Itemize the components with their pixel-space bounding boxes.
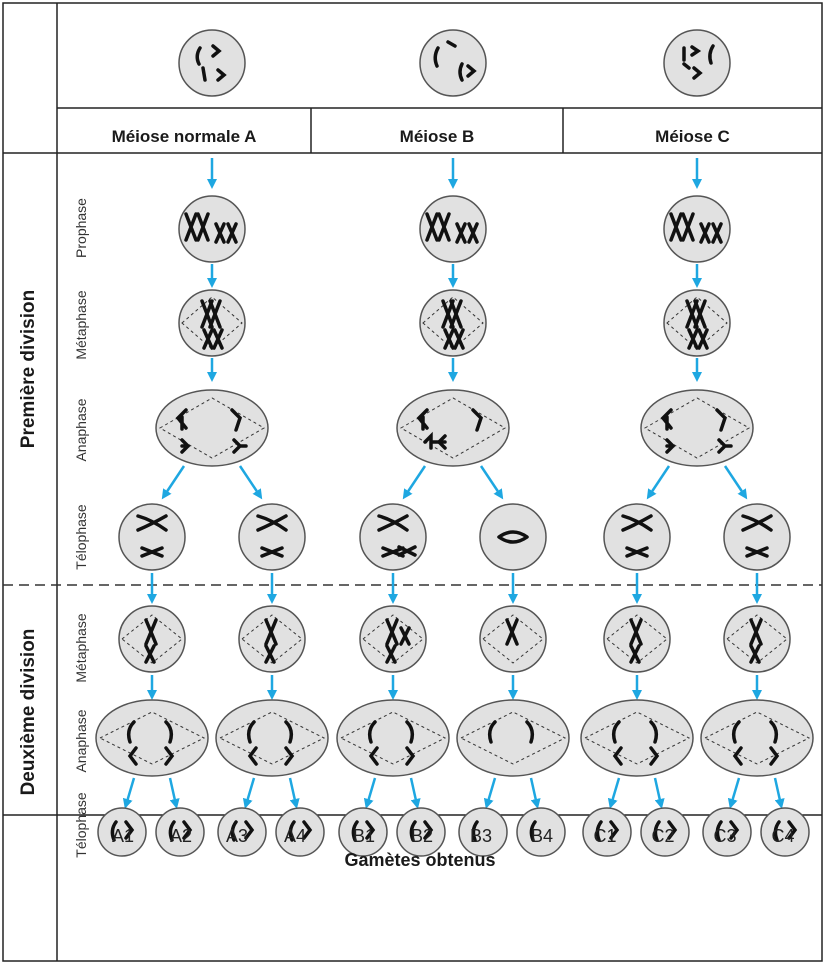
arrow-b-to-telophase1-left	[402, 465, 427, 500]
header-meiose-b: Méiose B	[399, 127, 475, 146]
gamete-cell-a1-2	[155, 807, 205, 857]
metaphase2-cell-b2	[479, 605, 547, 673]
telophase1-cell-c1	[603, 503, 671, 571]
gamete-cell-c1-2	[640, 807, 690, 857]
gamete-cell-b2-1	[458, 807, 508, 857]
metaphase2-cell-b1	[359, 605, 427, 673]
arrow-a2-to-gamete-left	[242, 777, 256, 809]
parent-cell-a	[178, 29, 246, 97]
metaphase1-cell-c	[663, 289, 731, 357]
metaphase2-cell-a2	[238, 605, 306, 673]
gamete-label-a2: A2	[169, 826, 193, 846]
label-premiere-division: Première division	[18, 289, 39, 449]
telophase1-cell-a2	[238, 503, 306, 571]
gamete-cell-b1-2	[396, 807, 446, 857]
gamete-label-a4: A4	[283, 826, 307, 846]
gamete-label-b2: B2	[410, 826, 434, 846]
cells-layer	[95, 158, 814, 857]
anaphase2-cell-c1	[580, 699, 694, 777]
anaphase2-cell-a2	[215, 699, 329, 777]
gamete-label-c4: C4	[771, 826, 795, 846]
parent-cell-b	[419, 29, 487, 97]
gamete-label-b1: B1	[352, 826, 376, 846]
anaphase1-cell-a	[155, 389, 269, 467]
anaphase2-cell-a1	[95, 699, 209, 777]
gamete-label-a1: A1	[111, 826, 135, 846]
metaphase1-cell-b	[419, 289, 487, 357]
prophase-cell-a	[178, 195, 246, 263]
arrow-a-to-telophase1-right	[238, 465, 263, 500]
anaphase2-cell-c2	[700, 699, 814, 777]
telophase1-cell-c2	[723, 503, 791, 571]
gamete-cell-c2-1	[702, 807, 752, 857]
telophase1-cell-b2	[479, 503, 547, 571]
prophase-cell-c	[663, 195, 731, 263]
gamete-cell-c2-2	[760, 807, 810, 857]
header-meiose-c: Méiose C	[655, 127, 730, 146]
anaphase1-cell-c	[640, 389, 754, 467]
arrow-c-to-telophase1-right	[723, 465, 748, 500]
gamete-cell-a1-1	[97, 807, 147, 857]
metaphase2-cell-a1	[118, 605, 186, 673]
arrow-c1-to-gamete-right	[653, 777, 665, 809]
anaphase1-cell-b	[396, 389, 510, 467]
arrow-a-to-telophase1-left	[161, 465, 186, 500]
metaphase1-cell-a	[178, 289, 246, 357]
gametes-title: Gamètes obtenus	[344, 850, 496, 870]
label-deuxieme-division: Deuxième division	[18, 628, 39, 796]
prophase-cell-b	[419, 195, 487, 263]
gamete-label-b3: B3	[469, 826, 493, 846]
telophase1-cell-a1	[118, 503, 186, 571]
phase-label-telophase-2: Télophase	[73, 792, 89, 858]
arrow-b1-to-gamete-right	[409, 777, 421, 809]
arrow-b1-to-gamete-left	[363, 777, 377, 809]
gamete-label-c1: C1	[593, 826, 617, 846]
arrow-c2-to-gamete-left	[727, 777, 741, 809]
gamete-cell-a2-2	[275, 807, 325, 857]
arrow-c2-to-gamete-right	[773, 777, 785, 809]
gamete-label-c3: C3	[713, 826, 737, 846]
gamete-cell-b2-2	[516, 807, 566, 857]
arrow-a1-to-gamete-right	[168, 777, 180, 809]
arrow-b2-to-gamete-right	[529, 777, 541, 809]
gamete-cell-a2-1	[217, 807, 267, 857]
gamete-cell-b1-1	[338, 807, 388, 857]
anaphase2-cell-b1	[336, 699, 450, 777]
arrow-a2-to-gamete-right	[288, 777, 300, 809]
arrow-c1-to-gamete-left	[607, 777, 621, 809]
anaphase2-cell-b2	[456, 699, 570, 777]
metaphase2-cell-c1	[603, 605, 671, 673]
arrow-a1-to-gamete-left	[122, 777, 136, 809]
metaphase2-cell-c2	[723, 605, 791, 673]
arrow-b2-to-gamete-left	[483, 777, 497, 809]
arrow-c-to-telophase1-left	[646, 465, 671, 500]
gamete-cell-c1-1	[582, 807, 632, 857]
telophase1-cell-b1	[359, 503, 427, 571]
gamete-label-c2: C2	[651, 826, 675, 846]
gamete-label-a3: A3	[225, 826, 249, 846]
gamete-label-b4: B4	[530, 826, 554, 846]
parent-cell-c	[663, 29, 731, 97]
arrow-b-to-telophase1-right	[479, 465, 504, 500]
header-meiose-a: Méiose normale A	[111, 127, 257, 146]
